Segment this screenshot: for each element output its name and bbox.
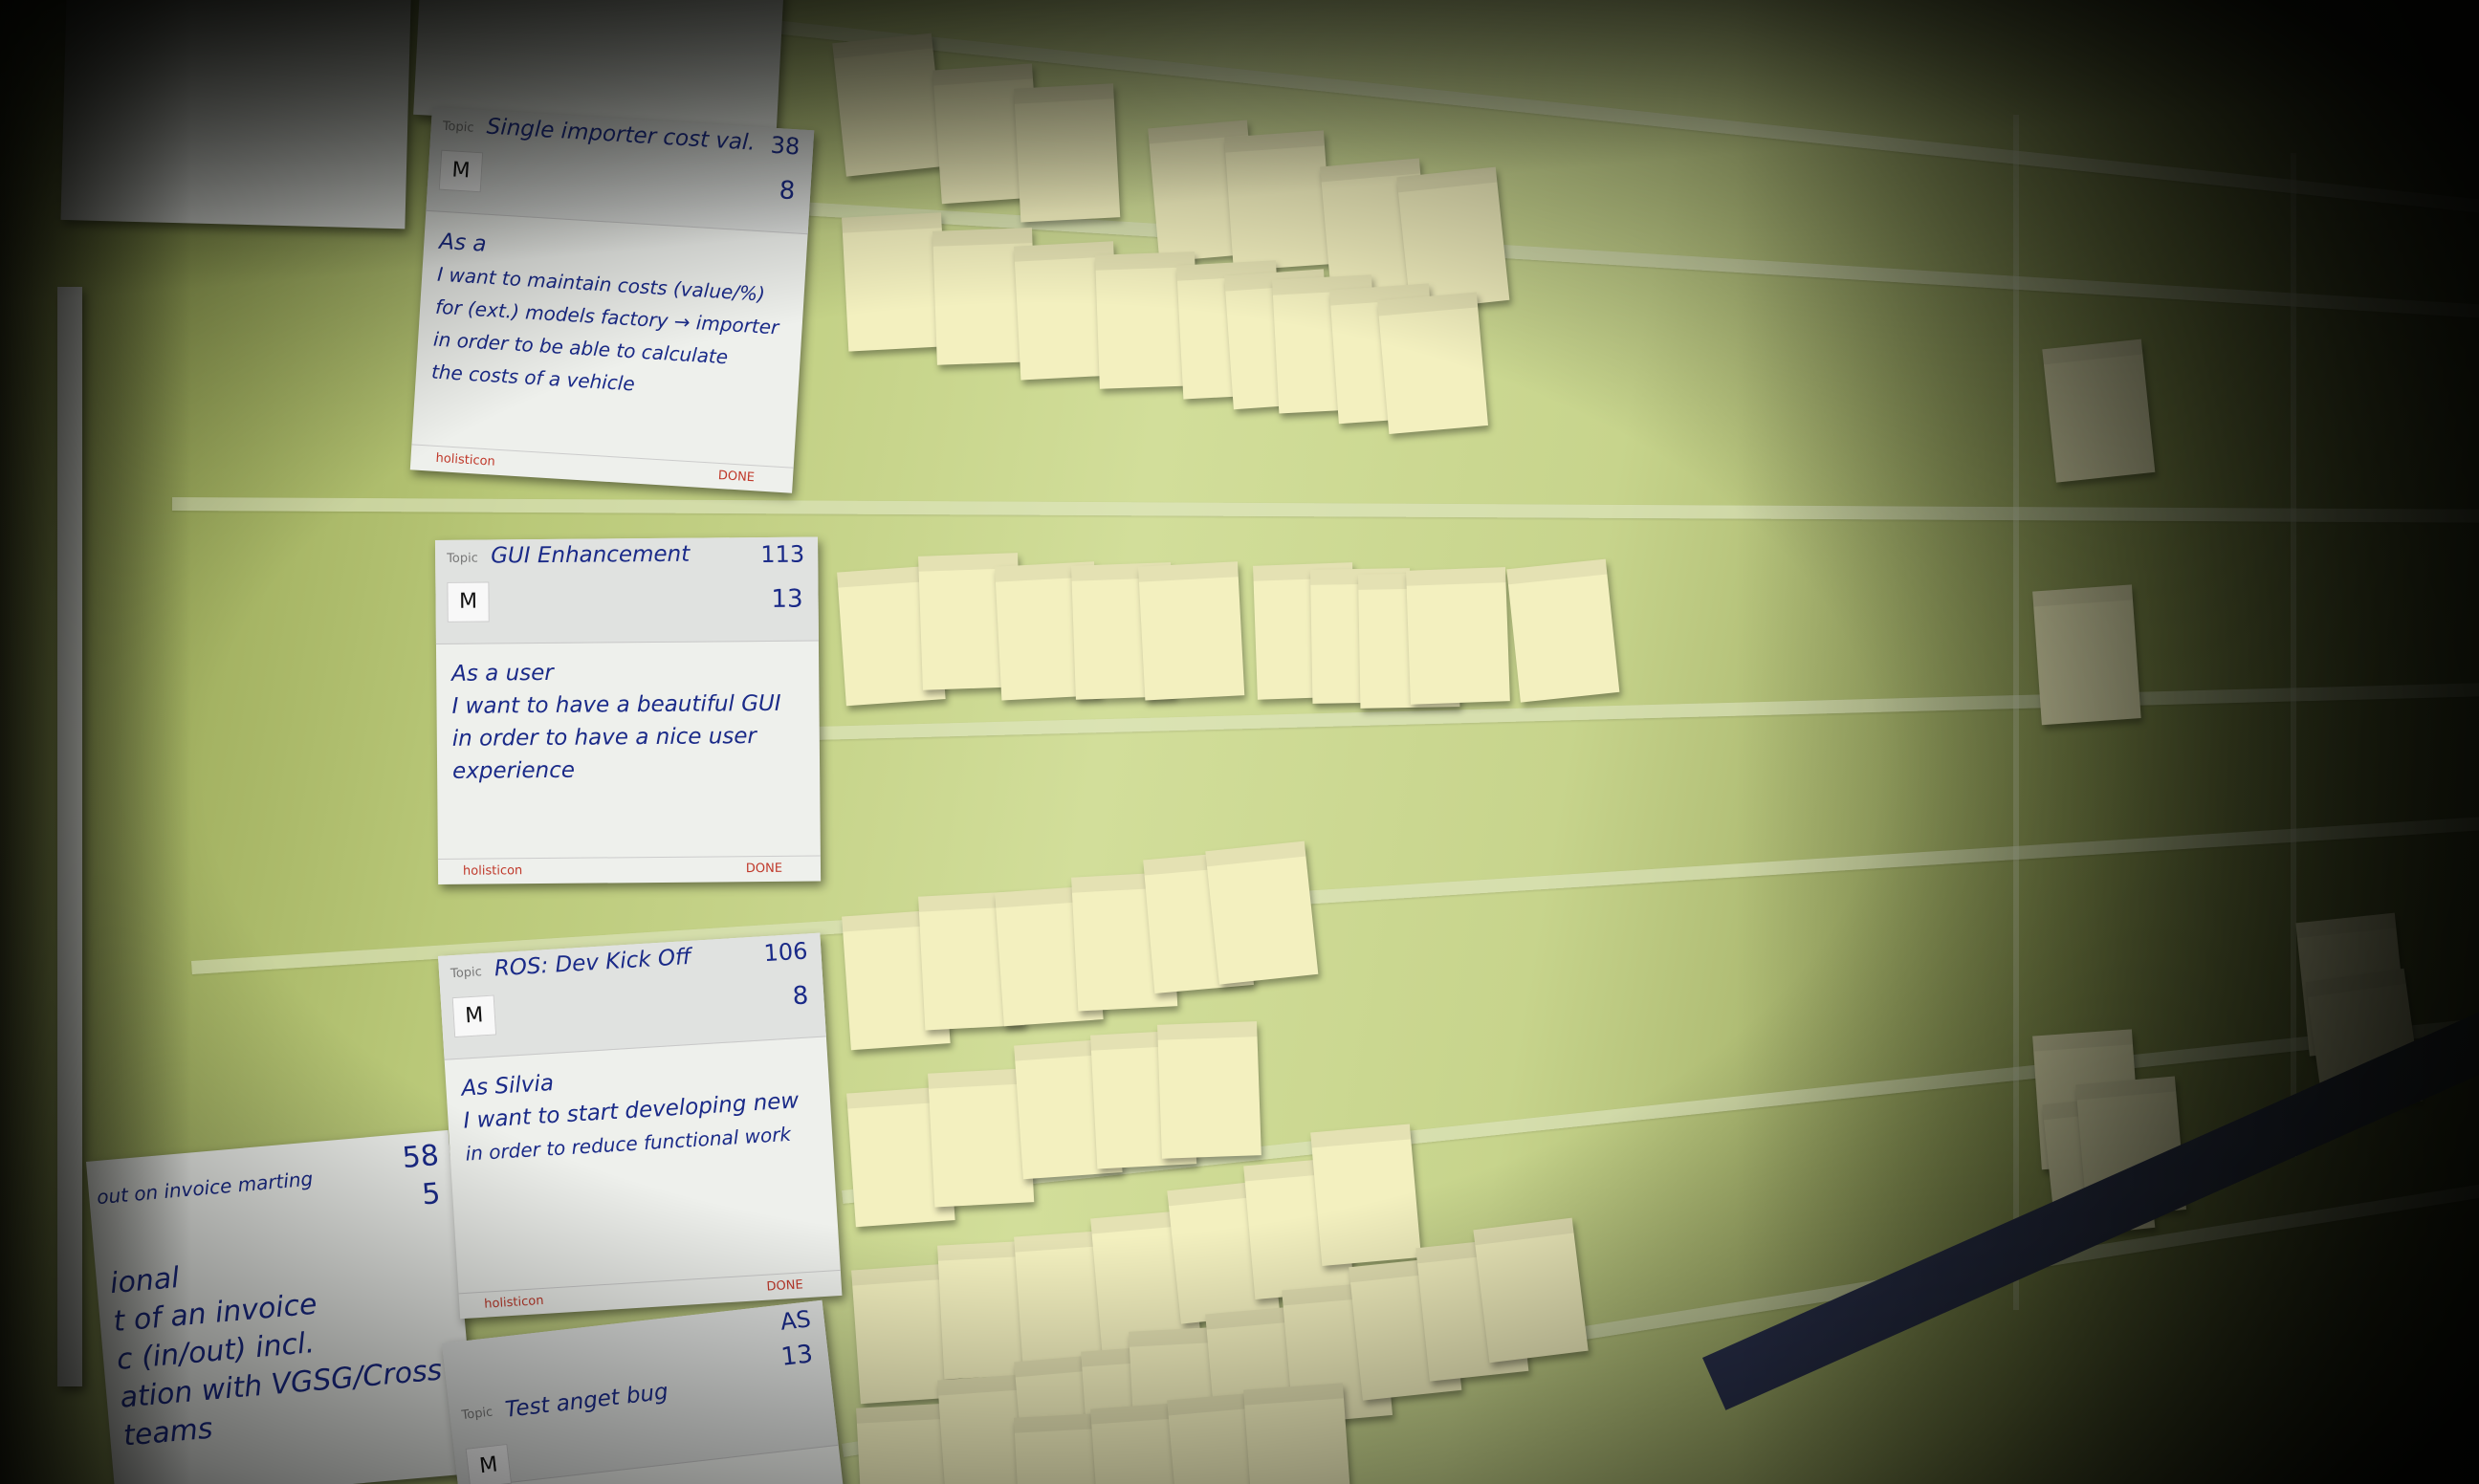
sticky-note bbox=[1014, 83, 1121, 223]
size-box: M bbox=[451, 994, 497, 1038]
story-line: in order to have a nice user bbox=[451, 724, 757, 752]
sticky-note bbox=[2042, 338, 2156, 483]
sticky-note bbox=[2032, 584, 2141, 726]
topic-label: Topic bbox=[442, 119, 474, 136]
brand-logo: holisticon bbox=[435, 450, 496, 469]
story-card-single-importer: Topic Single importer cost val. 38 M 8 A… bbox=[409, 107, 815, 493]
sticky-note bbox=[1506, 558, 1620, 703]
sticky-note bbox=[1377, 292, 1489, 434]
sticky-note bbox=[832, 33, 946, 177]
story-card-gui-enhancement: Topic GUI Enhancement 113 M 13 As a user… bbox=[435, 536, 822, 884]
story-points: 8 bbox=[791, 981, 810, 1012]
done-label: DONE bbox=[745, 861, 783, 877]
card-story: As a user I want to have a beautiful GUI… bbox=[436, 642, 821, 815]
brand-logo: holisticon bbox=[483, 1293, 544, 1312]
topic-label: Topic bbox=[460, 1405, 494, 1424]
story-line: experience bbox=[451, 757, 576, 784]
card-header: Topic Test anget bug AS 13 M bbox=[442, 1299, 839, 1484]
card-story: As a I want to maintain costs (value/%) … bbox=[414, 211, 807, 424]
sticky-note bbox=[1473, 1217, 1589, 1364]
left-card-points: 5 bbox=[420, 1176, 442, 1212]
topic-title: ROS: Dev Kick Off bbox=[494, 944, 692, 982]
size-box: M bbox=[447, 581, 490, 622]
sticky-note bbox=[1157, 1021, 1261, 1159]
column-divider bbox=[2291, 153, 2296, 1157]
card-footer: holisticon DONE bbox=[437, 855, 822, 884]
column-divider bbox=[2013, 115, 2019, 1310]
left-shadow bbox=[0, 0, 191, 1484]
tape-line bbox=[171, 497, 2479, 524]
story-points: 8 bbox=[778, 176, 797, 207]
card-id: 38 bbox=[769, 131, 801, 161]
size-box: M bbox=[465, 1443, 513, 1484]
story-points: 13 bbox=[771, 584, 803, 614]
card-story: As Silvia I want to start developing new… bbox=[445, 1037, 837, 1230]
sticky-note bbox=[1310, 1124, 1422, 1266]
topic-label: Topic bbox=[450, 965, 483, 982]
brand-logo: holisticon bbox=[462, 863, 523, 879]
size-box: M bbox=[438, 149, 484, 193]
topic-label: Topic bbox=[447, 551, 478, 566]
left-card-id: 58 bbox=[401, 1138, 441, 1176]
story-line: As a user bbox=[451, 660, 554, 687]
sticky-note bbox=[1138, 561, 1245, 701]
story-points: 13 bbox=[779, 1340, 815, 1372]
card-id: AS bbox=[779, 1305, 813, 1336]
card-id: 113 bbox=[760, 540, 805, 569]
sticky-note bbox=[1243, 1383, 1352, 1484]
done-label: DONE bbox=[766, 1277, 804, 1295]
sticky-note bbox=[1224, 130, 1333, 272]
story-card-test: Topic Test anget bug AS 13 M bbox=[442, 1299, 845, 1484]
sticky-note bbox=[1406, 567, 1510, 705]
card-header: Topic GUI Enhancement 113 M 13 bbox=[435, 536, 819, 644]
sticky-note bbox=[1205, 840, 1319, 985]
done-label: DONE bbox=[717, 468, 756, 486]
topic-title: Test anget bug bbox=[503, 1379, 669, 1423]
card-id: 106 bbox=[762, 937, 809, 968]
story-line: I want to have a beautiful GUI bbox=[451, 690, 781, 719]
topic-title: GUI Enhancement bbox=[491, 541, 691, 569]
story-card-ros-dev-kick-off: Topic ROS: Dev Kick Off 106 M 8 As Silvi… bbox=[438, 932, 843, 1320]
